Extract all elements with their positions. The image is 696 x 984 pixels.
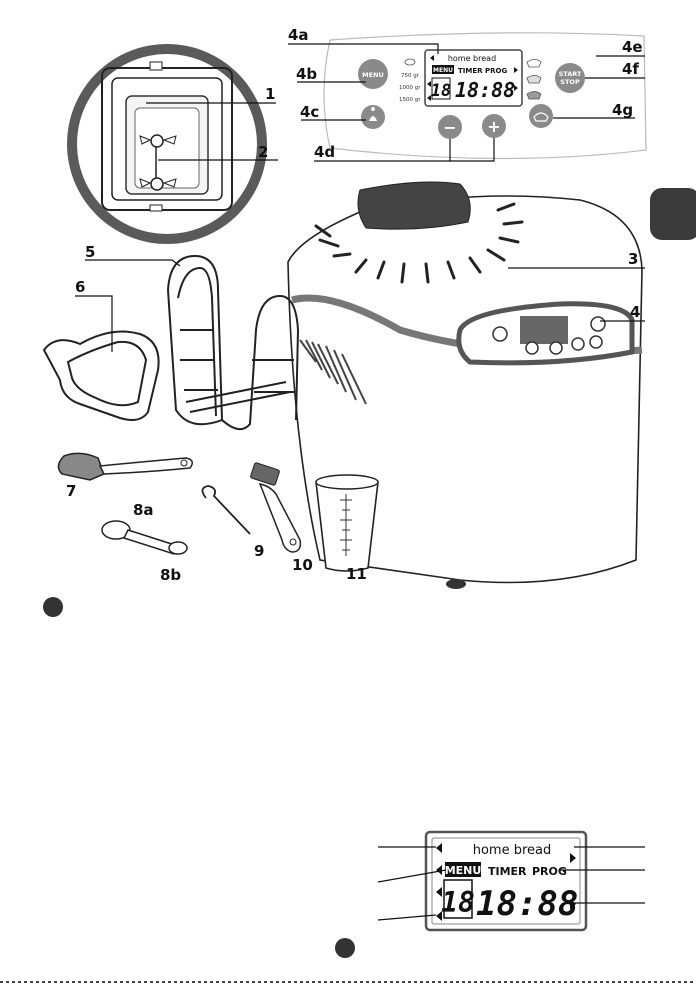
display-detail: home bread MENU TIMER PROG 18 18:88 xyxy=(426,832,586,930)
menu-button-label: MENU xyxy=(362,71,384,79)
label-4e: 4e xyxy=(622,38,643,56)
minus-label: − xyxy=(443,118,456,137)
baking-tray xyxy=(44,332,159,420)
panel-lcd-menu-text: MENU xyxy=(433,67,453,74)
display-time-digits: 18:88 xyxy=(476,884,578,924)
label-6: 6 xyxy=(75,278,85,296)
bread-rack xyxy=(168,256,298,429)
section-bullet-b xyxy=(335,938,355,958)
display-brand: home bread xyxy=(473,843,552,858)
machine-lcd xyxy=(520,316,568,344)
side-tab xyxy=(650,188,696,240)
hook-tool xyxy=(202,486,250,534)
panel-lcd-brand: home bread xyxy=(448,54,496,63)
machine-btn-f[interactable] xyxy=(590,336,602,348)
pastry-brush xyxy=(250,462,300,552)
label-8a: 8a xyxy=(133,501,154,519)
label-8b: 8b xyxy=(160,566,181,584)
label-9: 9 xyxy=(254,542,264,560)
label-4d: 4d xyxy=(314,143,335,161)
label-7: 7 xyxy=(66,482,76,500)
stop-label: STOP xyxy=(560,78,580,86)
label-4f: 4f xyxy=(622,60,639,78)
machine-btn-a[interactable] xyxy=(493,327,507,341)
label-3: 3 xyxy=(628,250,638,268)
display-timer: TIMER xyxy=(488,865,527,878)
section-bullet-a xyxy=(43,597,63,617)
pan-floor xyxy=(135,108,199,188)
pan-inset xyxy=(67,44,267,244)
label-2: 2 xyxy=(258,143,268,161)
pan-handle-tab xyxy=(150,62,162,70)
panel-lcd-timer: TIMER xyxy=(458,67,483,75)
panel-lcd-prog: PROG xyxy=(485,67,507,75)
machine-btn-e[interactable] xyxy=(591,317,605,331)
measuring-spoon xyxy=(102,521,187,554)
label-4: 4 xyxy=(630,303,640,321)
panel-lcd-program-digits: 18 xyxy=(431,81,451,101)
label-1: 1 xyxy=(265,85,275,103)
weight-1000: 1000 gr xyxy=(399,85,421,91)
crust-button[interactable] xyxy=(529,104,553,128)
label-4c: 4c xyxy=(300,103,319,121)
panel-lcd-time-digits: 18:88 xyxy=(455,78,515,102)
label-4a: 4a xyxy=(288,26,309,44)
display-program-digits: 18 xyxy=(441,886,475,919)
measuring-cup xyxy=(316,475,378,571)
machine-btn-c[interactable] xyxy=(550,342,562,354)
control-panel: MENU 750 gr 1000 gr 1500 gr home bread M… xyxy=(324,33,646,159)
display-menu-text: MENU xyxy=(445,864,482,877)
label-4g: 4g xyxy=(612,101,633,119)
label-11: 11 xyxy=(346,565,367,583)
label-5: 5 xyxy=(85,243,95,261)
weight-1500: 1500 gr xyxy=(399,97,421,103)
plus-label: + xyxy=(487,117,500,136)
lid-window xyxy=(358,182,470,229)
start-label: START xyxy=(559,70,582,78)
machine-foot xyxy=(446,579,466,589)
pan-bottom-tab xyxy=(150,205,162,211)
label-4b: 4b xyxy=(296,65,317,83)
machine-btn-d[interactable] xyxy=(572,338,584,350)
label-10: 10 xyxy=(292,556,313,574)
machine-btn-b[interactable] xyxy=(526,342,538,354)
weight-750: 750 gr xyxy=(401,73,420,79)
display-prog: PROG xyxy=(532,865,567,878)
kneading-hook-remover xyxy=(58,453,192,480)
